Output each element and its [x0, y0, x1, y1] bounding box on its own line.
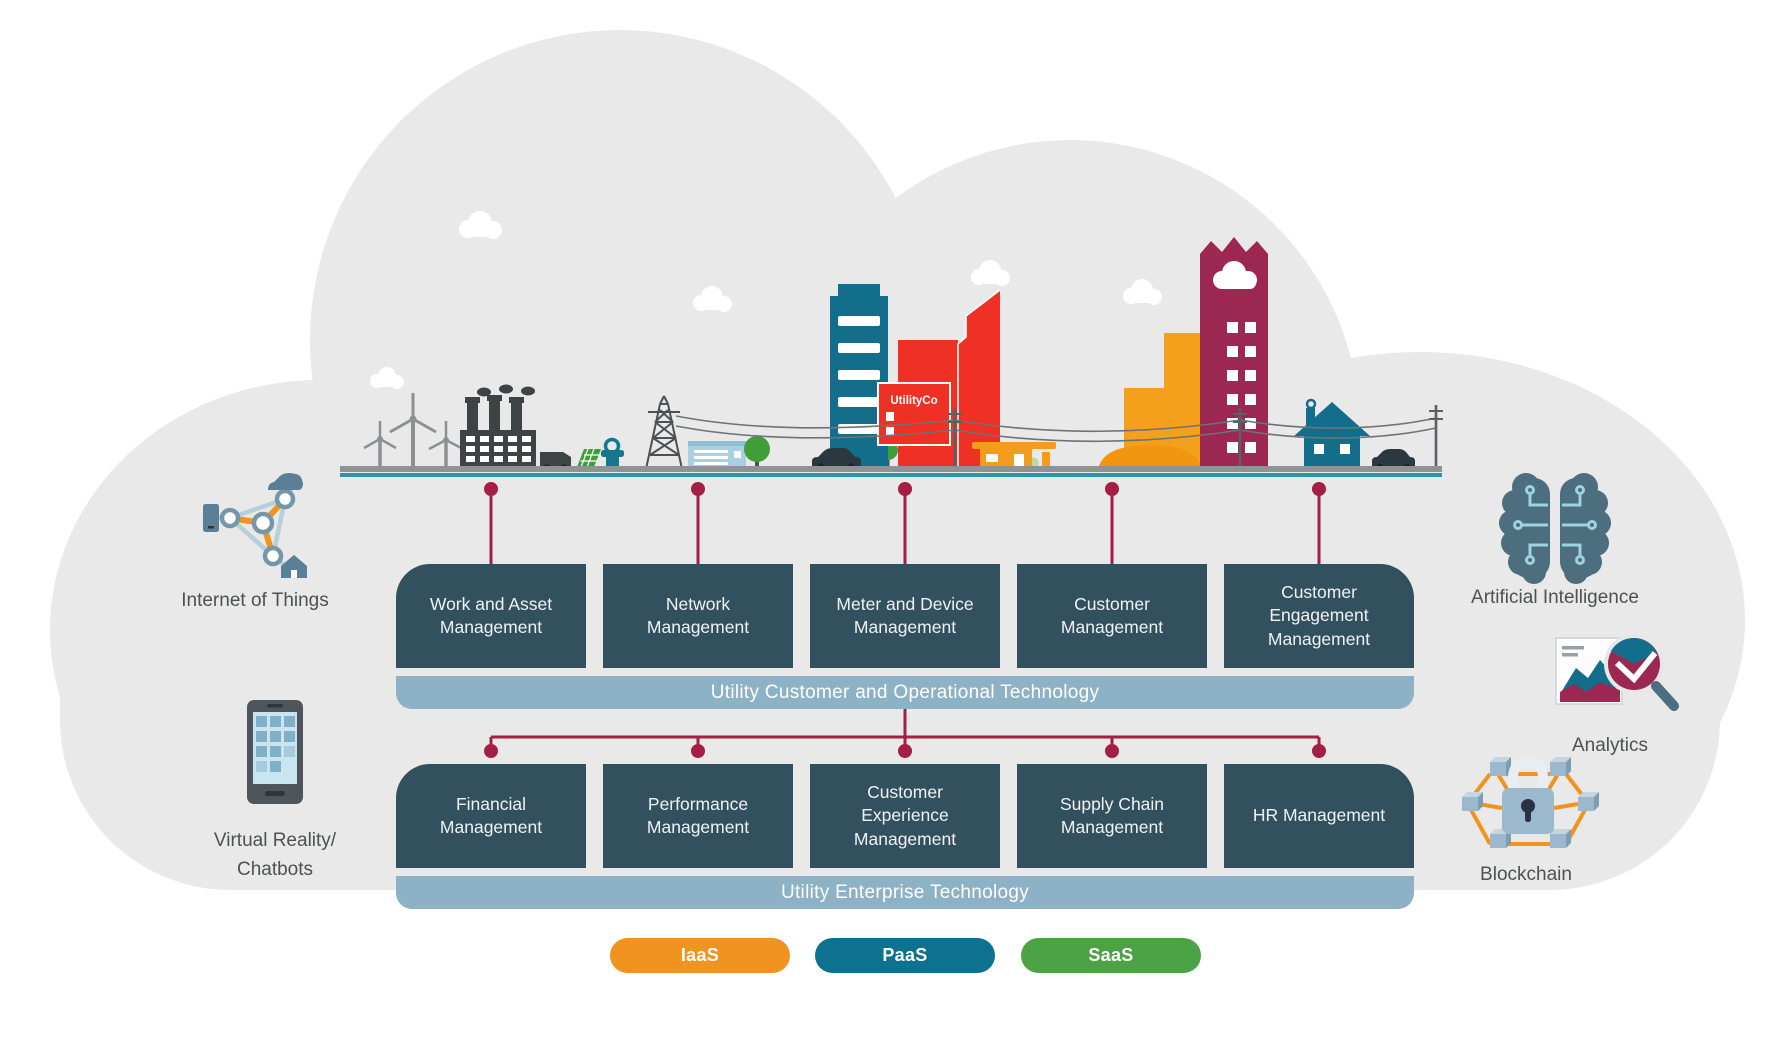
- box-label: Customer Experience Management: [853, 782, 957, 849]
- box-label: Supply Chain Management: [1059, 793, 1165, 837]
- box-label: Work and Asset Management: [429, 593, 553, 637]
- box-customer-experience-management: Customer Experience Management: [810, 764, 1000, 868]
- pill-label: PaaS: [882, 945, 928, 965]
- apartment-tower-icon: [1200, 237, 1268, 470]
- operational-technology-bar: Utility Customer and Operational Technol…: [396, 676, 1414, 709]
- box-label: HR Management: [1252, 805, 1386, 826]
- vr-chatbots-label: Virtual Reality/ Chatbots: [170, 827, 380, 884]
- vr-label-line1: Virtual Reality/: [213, 830, 337, 851]
- sky-clouds-icon: [370, 211, 1162, 389]
- brain-circuit-icon: [1499, 473, 1611, 584]
- box-customer-engagement-management: Customer Engagement Management: [1224, 564, 1414, 668]
- paas-pill: PaaS: [815, 938, 995, 973]
- box-supply-chain-management: Supply Chain Management: [1017, 764, 1207, 868]
- utilityco-building-icon: UtilityCo: [877, 289, 1001, 470]
- water-valve-icon: [601, 437, 624, 469]
- box-financial-management: Financial Management: [396, 764, 586, 868]
- cloud-background-shape: [50, 30, 1745, 890]
- blockchain-label: Blockchain: [1480, 864, 1572, 885]
- box-label: Customer Engagement Management: [1267, 582, 1371, 649]
- iaas-pill: IaaS: [610, 938, 790, 973]
- box-label: Network Management: [646, 593, 750, 637]
- gas-station-icon: [972, 442, 1056, 470]
- power-lines-icon: [675, 405, 1443, 468]
- stepped-building-icon: [1098, 333, 1202, 470]
- box-label: Meter and Device Management: [836, 593, 974, 637]
- box-meter-device-management: Meter and Device Management: [810, 564, 1000, 668]
- bar-label: Utility Enterprise Technology: [780, 881, 1030, 903]
- city-skyline: UtilityCo: [340, 237, 1443, 477]
- connector-lines: [484, 482, 1326, 758]
- box-label: Financial Management: [439, 793, 543, 837]
- iot-network-icon: [203, 473, 307, 578]
- smartphone-icon: [247, 700, 303, 804]
- factory-icon: [460, 384, 536, 469]
- vr-label-line2: Chatbots: [236, 858, 314, 880]
- blockchain-lock-icon: [1462, 756, 1599, 848]
- analytics-magnifier-icon: [1555, 634, 1679, 711]
- analytics-label: Analytics: [1571, 735, 1649, 756]
- warehouse-icon: [688, 441, 746, 469]
- box-hr-management: HR Management: [1224, 764, 1414, 868]
- pill-label: IaaS: [680, 945, 720, 965]
- box-label: Customer Management: [1060, 593, 1164, 637]
- enterprise-technology-bar: Utility Enterprise Technology: [396, 876, 1414, 909]
- box-performance-management: Performance Management: [603, 764, 793, 868]
- pill-label: SaaS: [1088, 945, 1134, 965]
- box-customer-management: Customer Management: [1017, 564, 1207, 668]
- transmission-tower-icon: [645, 395, 683, 470]
- city-ground: [340, 466, 1442, 477]
- box-work-asset-management: Work and Asset Management: [396, 564, 586, 668]
- iot-label: Internet of Things: [181, 590, 329, 611]
- bar-label: Utility Customer and Operational Technol…: [710, 681, 1100, 703]
- box-label: Performance Management: [646, 793, 750, 837]
- artificial-intelligence-label: Artificial Intelligence: [1471, 587, 1639, 608]
- box-network-management: Network Management: [603, 564, 793, 668]
- utilityco-sign-text: UtilityCo: [890, 395, 937, 407]
- saas-pill: SaaS: [1021, 938, 1201, 973]
